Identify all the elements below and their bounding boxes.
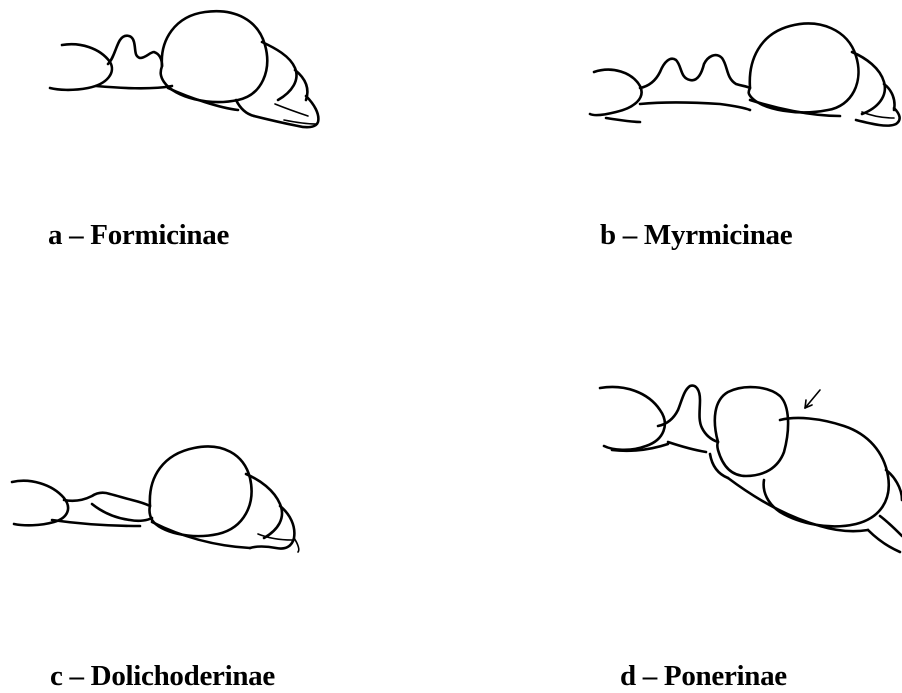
ponerinae-outline xyxy=(600,386,902,552)
caption-dolichoderinae: c – Dolichoderinae xyxy=(50,660,275,693)
caption-myrmicinae: b – Myrmicinae xyxy=(600,219,792,252)
caption-formicinae: a – Formicinae xyxy=(48,219,229,252)
caption-ponerinae: d – Ponerinae xyxy=(620,660,787,693)
